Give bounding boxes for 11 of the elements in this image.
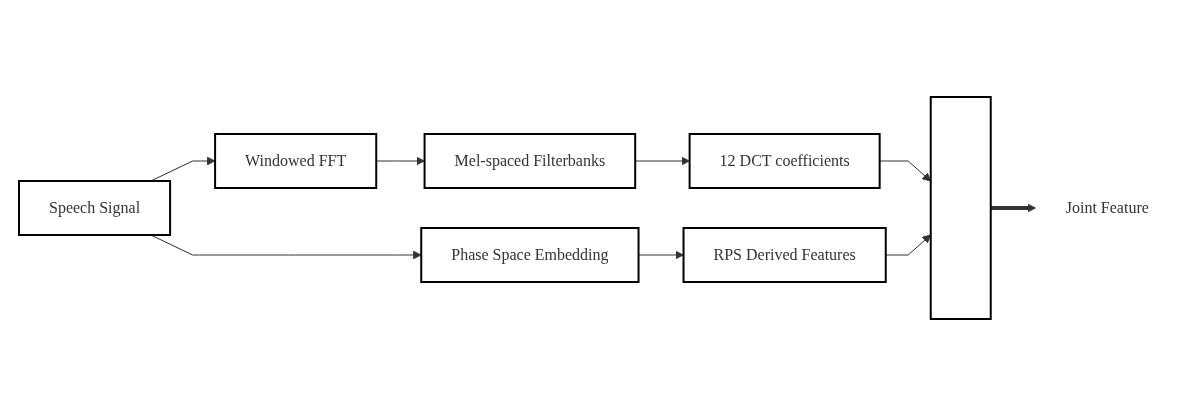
node-box: RPS Derived Features	[682, 227, 887, 283]
node-bar	[929, 96, 992, 320]
arrow	[375, 156, 425, 166]
node-box: Speech Signal	[17, 180, 171, 236]
node-text: Joint Feature	[1065, 199, 1149, 216]
arrow	[634, 156, 690, 166]
node-box: Phase Space Embedding	[419, 227, 640, 283]
node-box: Windowed FFT	[213, 133, 377, 189]
node-box: Mel-spaced Filterbanks	[423, 133, 636, 189]
node-box: 12 DCT coefficients	[688, 133, 881, 189]
arrow	[990, 203, 1036, 213]
